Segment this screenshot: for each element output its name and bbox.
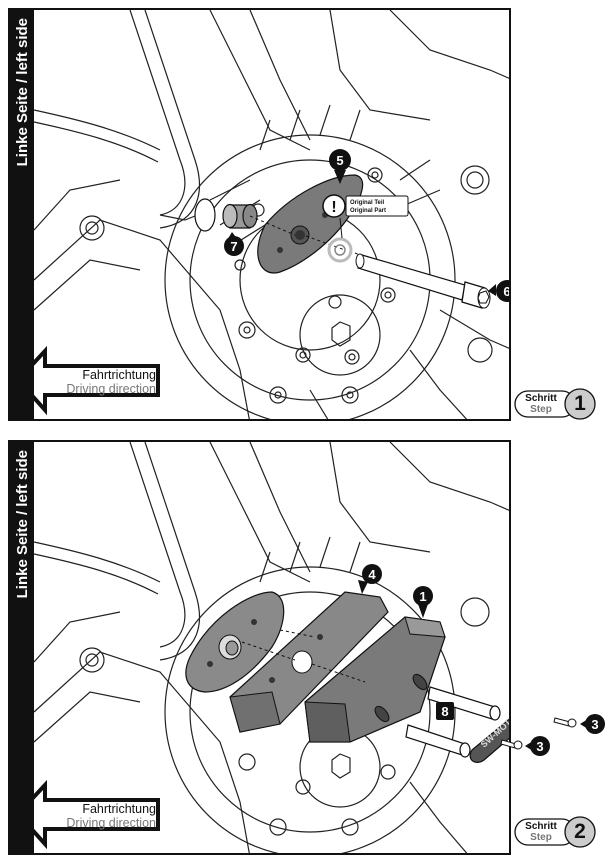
callout-4: 4 — [358, 564, 382, 594]
driving-direction-arrow — [15, 345, 160, 416]
callout-3-upper: 3 — [580, 714, 605, 734]
svg-text:3: 3 — [536, 739, 543, 754]
direction-en: Driving direction — [66, 382, 156, 396]
svg-text:3: 3 — [591, 717, 598, 732]
step-2-number: 2 — [574, 820, 586, 843]
callout-7: 7 — [224, 232, 244, 256]
step-1-diagram-panel: ! Original Teil Original Part 5 7 6 Link… — [8, 8, 511, 421]
direction-de: Fahrtrichtung — [82, 802, 156, 816]
driving-direction-label: Fahrtrichtung Driving direction — [48, 802, 156, 830]
svg-text:1: 1 — [419, 589, 426, 604]
note-text-en: Original Part — [350, 208, 386, 214]
step-2-badge: Schritt Step 2 — [514, 815, 602, 849]
callout-3-lower: 3 — [525, 736, 550, 756]
side-label: Linke Seite / left side — [13, 450, 31, 599]
note-text-de: Original Teil — [350, 200, 385, 206]
direction-en: Driving direction — [66, 816, 156, 830]
direction-de: Fahrtrichtung — [82, 368, 156, 382]
step-2-label-en: Step — [530, 832, 552, 843]
step-1-number: 1 — [574, 392, 586, 415]
svg-text:7: 7 — [230, 239, 237, 254]
step-2-diagram-panel: SW-MOTECH 4 1 2 8 Linke Seite / left sid… — [8, 440, 511, 855]
svg-text:4: 4 — [368, 567, 376, 582]
side-label: Linke Seite / left side — [13, 18, 31, 167]
svg-text:8: 8 — [441, 704, 448, 719]
engine-line-drawing-step-2: SW-MOTECH 4 1 2 8 — [15, 442, 509, 853]
original-part-note: ! Original Teil Original Part — [322, 194, 409, 218]
svg-text:6: 6 — [503, 284, 510, 299]
callout-5: 5 — [329, 149, 351, 184]
engine-line-drawing-step-1: ! Original Teil Original Part 5 7 6 — [15, 10, 510, 419]
step-1-label-en: Step — [530, 404, 552, 415]
callout-1: 1 — [413, 586, 433, 618]
driving-direction-arrow — [15, 779, 160, 850]
step-2-label-de: Schritt — [525, 821, 557, 832]
step-1-badge: Schritt Step 1 — [514, 387, 602, 421]
step-1-label-de: Schritt — [525, 393, 557, 404]
screw-callouts: 3 3 — [500, 714, 605, 756]
callout-6: 6 — [488, 280, 510, 302]
svg-text:5: 5 — [336, 153, 343, 168]
side-label-strip — [10, 442, 34, 853]
callout-8: 8 — [436, 702, 454, 720]
driving-direction-label: Fahrtrichtung Driving direction — [48, 368, 156, 396]
side-label-strip — [10, 10, 34, 419]
svg-text:!: ! — [331, 199, 336, 216]
